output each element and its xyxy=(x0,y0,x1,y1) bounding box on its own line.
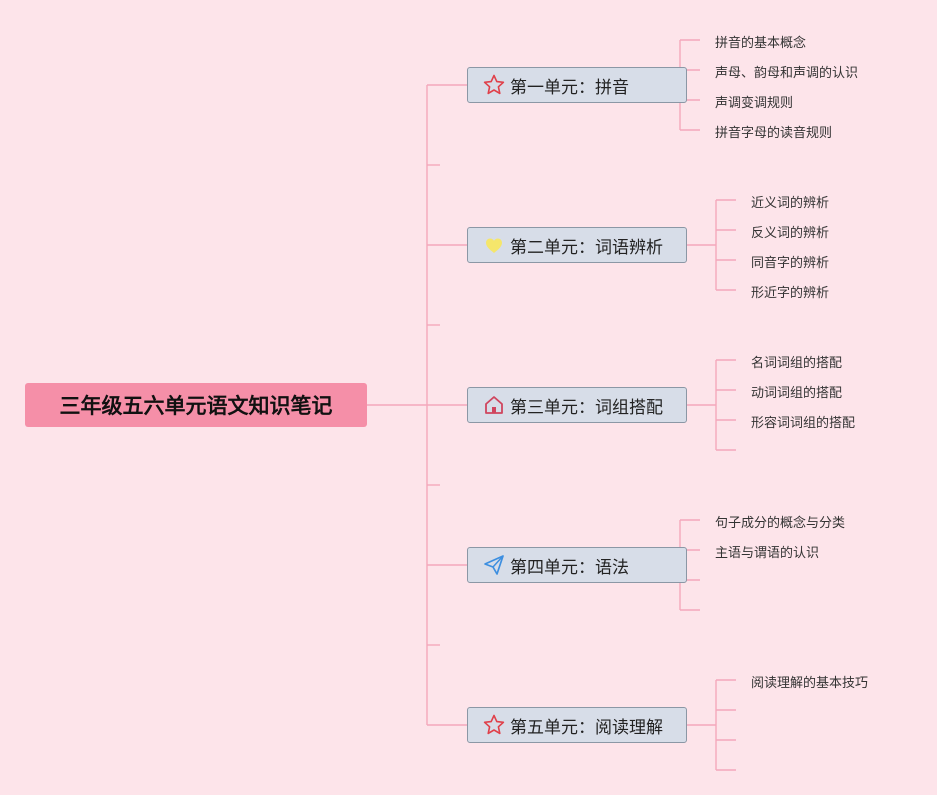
paper-plane-icon xyxy=(482,553,506,577)
leaf-item[interactable]: 反义词的辨析 xyxy=(751,226,830,241)
leaf-item[interactable]: 主语与谓语的认识 xyxy=(715,546,820,561)
unit-node-3[interactable]: 第三单元：词组搭配 xyxy=(467,387,687,423)
root-topic[interactable]: 三年级五六单元语文知识笔记 xyxy=(25,383,367,427)
leaf-item[interactable]: 声调变调规则 xyxy=(715,96,794,111)
home-icon xyxy=(482,393,506,417)
heart-icon xyxy=(482,233,506,257)
leaf-item[interactable]: 近义词的辨析 xyxy=(751,196,830,211)
star-icon xyxy=(482,713,506,737)
leaf-item[interactable]: 声母、韵母和声调的认识 xyxy=(715,66,859,81)
leaf-item[interactable]: 形容词词组的搭配 xyxy=(751,416,856,431)
leaf-item[interactable]: 同音字的辨析 xyxy=(751,256,830,271)
leaf-item[interactable]: 名词词组的搭配 xyxy=(751,356,843,371)
unit-node-2[interactable]: 第二单元：词语辨析 xyxy=(467,227,687,263)
star-icon xyxy=(482,73,506,97)
unit-label: 第二单元：词语辨析 xyxy=(510,237,663,258)
leaf-item[interactable]: 拼音字母的读音规则 xyxy=(715,126,833,141)
unit-node-1[interactable]: 第一单元：拼音 xyxy=(467,67,687,103)
leaf-item[interactable]: 形近字的辨析 xyxy=(751,286,830,301)
unit-label: 第四单元：语法 xyxy=(510,557,629,578)
root-title: 三年级五六单元语文知识笔记 xyxy=(59,394,333,418)
unit-label: 第一单元：拼音 xyxy=(510,77,629,98)
leaf-item[interactable]: 动词词组的搭配 xyxy=(751,386,843,401)
unit-label: 第三单元：词组搭配 xyxy=(510,397,663,418)
leaf-item[interactable]: 拼音的基本概念 xyxy=(715,36,807,51)
unit-node-4[interactable]: 第四单元：语法 xyxy=(467,547,687,583)
leaf-item[interactable]: 阅读理解的基本技巧 xyxy=(751,676,869,691)
leaf-item[interactable]: 句子成分的概念与分类 xyxy=(715,516,846,531)
unit-label: 第五单元：阅读理解 xyxy=(510,717,663,738)
unit-node-5[interactable]: 第五单元：阅读理解 xyxy=(467,707,687,743)
